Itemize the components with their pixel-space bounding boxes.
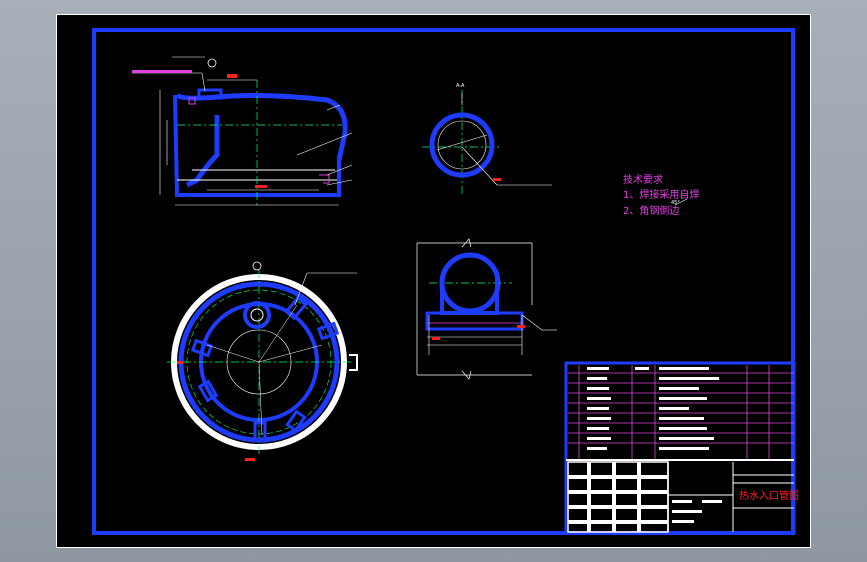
svg-text:45°: 45° — [671, 200, 680, 206]
section-ring-view: A-A — [422, 83, 552, 195]
drawing-sheet[interactable]: A-A 技术要求 1、焊接采用自焊 2、角钢倒边 45° — [56, 14, 811, 548]
support-detail-view — [416, 238, 557, 380]
outer-frame — [92, 28, 795, 535]
title-block: 热水入口管图 — [564, 361, 799, 535]
cad-drawing[interactable]: A-A 技术要求 1、焊接采用自焊 2、角钢倒边 45° — [57, 15, 812, 549]
plan-view — [167, 261, 358, 461]
section-label-a: A-A — [456, 83, 465, 89]
elevation-view — [132, 56, 353, 206]
tech-item-1: 1、焊接采用自焊 — [623, 188, 699, 201]
drawing-title: 热水入口管图 — [739, 489, 799, 502]
tech-requirements: 技术要求 1、焊接采用自焊 2、角钢倒边 45° — [623, 173, 699, 217]
tech-item-2: 2、角钢倒边 — [623, 204, 679, 217]
tech-title: 技术要求 — [623, 173, 663, 186]
